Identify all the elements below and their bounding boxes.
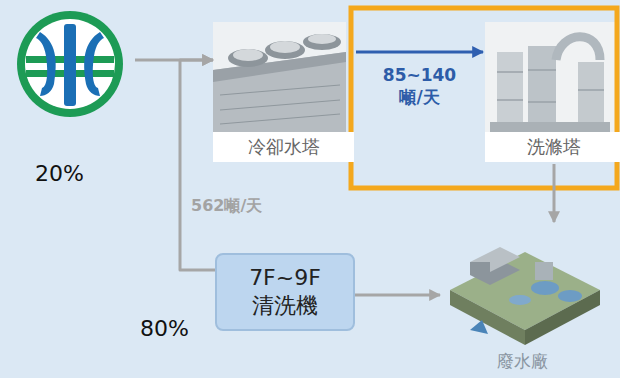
water-logo xyxy=(17,11,123,117)
wastewater-plant-picture xyxy=(450,247,600,345)
wastewater-plant-node: 廢水廠 xyxy=(440,222,605,372)
flow-arrow xyxy=(553,164,556,222)
plant-caption: 廢水廠 xyxy=(493,350,552,372)
percent-label: 80% xyxy=(140,316,189,341)
percent-label: 20% xyxy=(15,161,135,188)
photo-caption: 洗滌塔 xyxy=(485,132,620,162)
box-text: 7F~9F 清洗機 xyxy=(249,264,321,320)
cooling-tower-node: 冷卻水塔 xyxy=(213,22,354,162)
photo-caption: 冷卻水塔 xyxy=(213,132,354,162)
flow-arrow xyxy=(180,60,215,270)
cooling-tower-picture xyxy=(213,22,346,134)
flow-arrow xyxy=(355,294,440,297)
flow-arrow xyxy=(356,51,483,54)
flow-amount: 85~140 噸/天 xyxy=(380,64,459,108)
scrubber-node: 洗滌塔 xyxy=(485,22,620,162)
scrubber-picture xyxy=(485,22,615,134)
process-box: 7F~9F 清洗機 xyxy=(215,253,355,331)
logo-node: 20% xyxy=(15,8,135,188)
flow-amount: 562噸/天 xyxy=(188,196,265,217)
